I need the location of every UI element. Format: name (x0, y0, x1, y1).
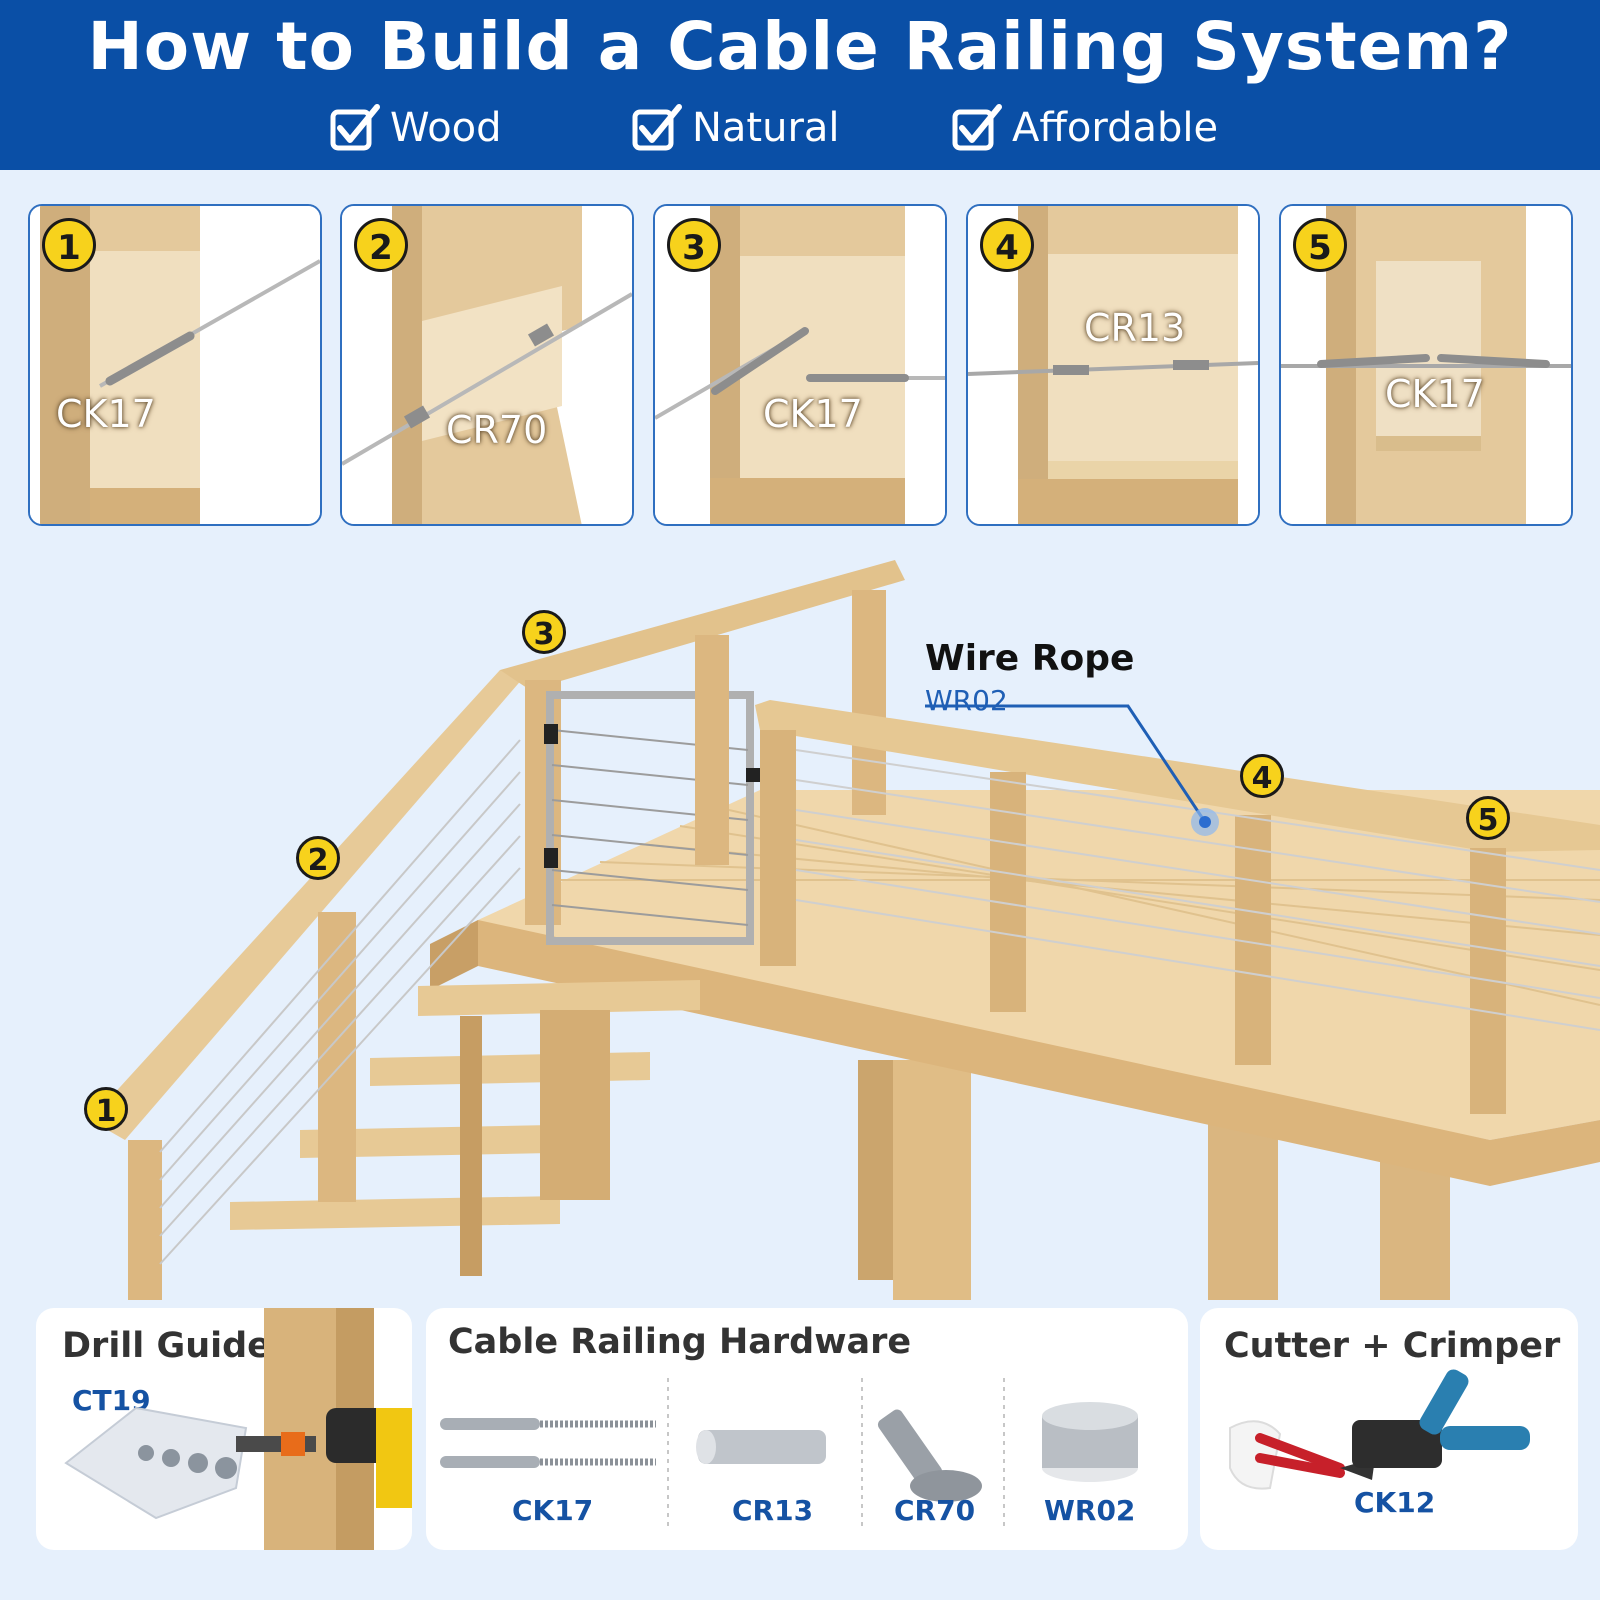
deck-railing-illustration (90, 560, 1600, 1300)
cutter-crimper-illustration (1229, 1369, 1530, 1490)
page-title: How to Build a Cable Railing System? (87, 8, 1513, 85)
checkbox-icon (632, 104, 682, 151)
post-illustration (1281, 206, 1571, 524)
header-banner: How to Build a Cable Railing System? Woo… (0, 0, 1600, 170)
product-code: CR13 (732, 1494, 814, 1527)
step-badge: 2 (354, 218, 408, 272)
part-label: CR13 (1084, 306, 1186, 350)
step-panel-3: 3 CK17 (653, 204, 947, 526)
stair-cables (159, 739, 521, 1265)
post-illustration (968, 206, 1258, 524)
product-code: WR02 (1044, 1494, 1136, 1527)
hardware-illustration (440, 1378, 1138, 1526)
checkbox-icon (330, 104, 380, 151)
feature-affordable: Affordable (952, 102, 1218, 154)
cr13-icon (696, 1430, 826, 1464)
diagram-marker-1: 1 (84, 1087, 128, 1131)
feature-label: Natural (692, 105, 840, 151)
gate (546, 691, 754, 945)
diagram-marker-3: 3 (522, 610, 566, 654)
checkbox-icon (952, 104, 1002, 151)
step-panel-2: 2 CR70 (340, 204, 634, 526)
product-code: CR70 (894, 1494, 976, 1527)
card-title: Drill Guide (62, 1326, 271, 1366)
step-panel-1: 1 CK17 (28, 204, 322, 526)
callout-line (925, 704, 1207, 823)
part-label: CK17 (1385, 372, 1485, 416)
diagram-marker-5: 5 (1466, 796, 1510, 840)
card-title: Cutter + Crimper (1224, 1326, 1561, 1366)
feature-label: Wood (390, 105, 502, 151)
wire-rope-title: Wire Rope (925, 638, 1135, 679)
part-label: CR70 (446, 408, 548, 452)
wr02-icon (1042, 1402, 1138, 1482)
diagram-marker-2: 2 (296, 836, 340, 880)
part-label: CK17 (763, 392, 863, 436)
tools-card: Cutter + Crimper CK12 (1200, 1308, 1578, 1550)
product-code: CK12 (1354, 1486, 1436, 1519)
wire-rope-code: WR02 (925, 684, 1008, 717)
part-label: CK17 (56, 392, 156, 436)
ck17-icon (440, 1418, 656, 1468)
feature-wood: Wood (330, 102, 502, 154)
step-badge: 5 (1293, 218, 1347, 272)
step-badge: 4 (980, 218, 1034, 272)
step-badge: 3 (667, 218, 721, 272)
diagram-marker-4: 4 (1240, 754, 1284, 798)
card-title: Cable Railing Hardware (448, 1322, 912, 1362)
step-panel-5: 5 CK17 (1279, 204, 1573, 526)
hardware-card: Cable Railing Hardware CK17 CR13 CR70 (426, 1308, 1188, 1550)
step-badge: 1 (42, 218, 96, 272)
step-panel-4: 4 CR13 (966, 204, 1260, 526)
stairs (230, 980, 700, 1276)
drill-guide-card: Drill Guide CT19 (36, 1308, 412, 1550)
feature-label: Affordable (1012, 105, 1219, 151)
cr70-icon (877, 1409, 982, 1502)
product-code: CK17 (512, 1494, 594, 1527)
feature-natural: Natural (632, 102, 840, 154)
deck-boards (560, 807, 1600, 1006)
drill-guide-illustration (64, 1308, 412, 1550)
